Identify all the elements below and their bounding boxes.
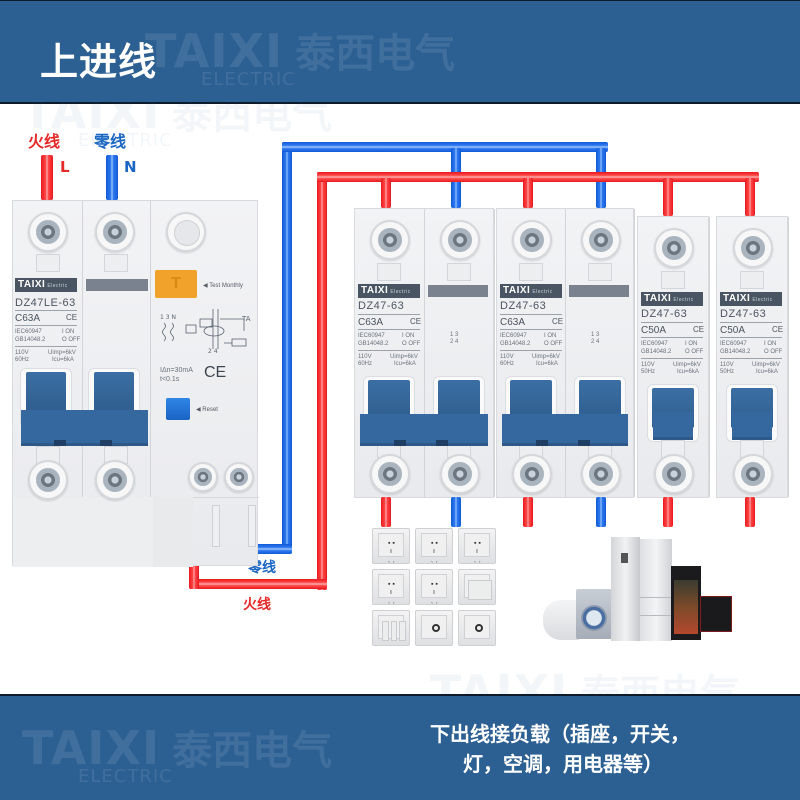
rcbo-test-label: ◀ Test Monthly <box>203 283 243 289</box>
svg-text:1 3 N: 1 3 N <box>160 314 176 321</box>
live-drop-3 <box>663 178 673 216</box>
breaker-1-output-screw-1[interactable] <box>370 454 410 494</box>
washing-machine-icon <box>576 589 612 639</box>
wine-cooler-icon <box>671 566 701 640</box>
rcbo-input-screw-n[interactable] <box>95 212 135 252</box>
rcbo-model: DZ47LE-63 <box>15 297 76 309</box>
rcbo-rating: C63A <box>15 313 41 324</box>
rcbo-input-screw-l[interactable] <box>28 212 68 252</box>
breaker-4-rating: C50A <box>720 325 746 336</box>
footer-text-line2: 灯，空调，用电器等） <box>463 752 663 776</box>
out-live-1 <box>381 497 391 527</box>
socket-tv-icon <box>415 610 453 646</box>
refrigerator-tall-icon <box>611 537 640 641</box>
live-wire-label: 火线 <box>28 132 61 151</box>
live-drop-4 <box>745 178 755 216</box>
live-return-wire <box>189 579 327 589</box>
rcbo-output-screw-2[interactable] <box>95 460 135 500</box>
svg-text:2 4: 2 4 <box>208 348 218 355</box>
breaker-1-output-screw-2[interactable] <box>440 454 480 494</box>
live-riser-wire <box>317 172 327 590</box>
out-live-2 <box>523 497 533 527</box>
neutral-wire-label: 零线 <box>94 132 127 151</box>
breaker-3-model: DZ47-63 <box>641 308 688 320</box>
watermark-cn: 泰西电气 <box>295 31 456 77</box>
switch-triple-icon <box>372 610 410 646</box>
socket-phone-icon <box>458 610 496 646</box>
neutral-return-wire <box>231 544 292 554</box>
breaker-1-model: DZ47-63 <box>358 300 405 312</box>
rcbo-reset-label: ◀ Reset <box>196 407 218 413</box>
breaker-1-rating: C63A <box>358 317 384 328</box>
television-icon <box>700 596 732 632</box>
out-live-4 <box>745 497 755 527</box>
rcbo-test-button[interactable]: T <box>155 270 197 298</box>
water-heater-icon <box>543 600 581 640</box>
breaker-2-toggle-handle[interactable] <box>502 414 628 446</box>
breaker-1-toggle-handle[interactable] <box>360 414 488 446</box>
rcbo-toggle-handle[interactable] <box>21 410 148 446</box>
live-letter: L <box>60 158 70 176</box>
breaker-1-input-screw-1[interactable] <box>370 220 410 260</box>
rcbo-output-screw-4[interactable] <box>224 462 254 492</box>
footer-text-line1: 下出线接负载（插座，开关， <box>430 722 690 746</box>
refrigerator-3door-icon <box>640 539 672 641</box>
rcbo-trip-time: t<0.1s <box>160 376 180 383</box>
svg-text:TA: TA <box>241 315 251 323</box>
breaker-4-toggle-handle[interactable] <box>732 412 772 440</box>
bottom-live-label: 火线 <box>243 597 271 613</box>
breaker-3-rating: C50A <box>641 325 667 336</box>
out-neutral-1 <box>451 497 461 527</box>
breaker-2-output-screw-1[interactable] <box>511 454 552 494</box>
rcbo-ce-mark: CE <box>204 364 227 381</box>
neutral-letter: N <box>124 158 137 176</box>
switch-single-icon <box>458 569 496 605</box>
live-drop-1 <box>381 178 391 208</box>
watermark-sub: ELECTRIC <box>201 69 296 90</box>
breaker-3-toggle-handle[interactable] <box>653 412 693 440</box>
header-title: 上进线 <box>40 40 158 84</box>
breaker-1-input-screw-2[interactable] <box>440 220 480 260</box>
rcbo-residual-current: IΔn=30mA <box>160 367 193 374</box>
breaker-4-input-screw-1[interactable] <box>733 228 773 268</box>
breaker-2-output-screw-2[interactable] <box>580 454 621 494</box>
live-drop-2 <box>523 178 533 208</box>
breaker-3-output-screw-1[interactable] <box>654 454 694 494</box>
breaker-2-input-screw-1[interactable] <box>511 220 552 260</box>
neutral-riser-wire <box>282 142 292 554</box>
neutral-bus-wire <box>282 142 608 152</box>
rcbo-output-screw-3[interactable] <box>188 462 218 492</box>
breaker-2-input-screw-2[interactable] <box>580 220 621 260</box>
out-neutral-2 <box>596 497 606 527</box>
breaker-2-rating: C63A <box>500 317 526 328</box>
breaker-4-output-screw-1[interactable] <box>733 454 773 494</box>
breaker-2-model: DZ47-63 <box>500 300 547 312</box>
watermark-brand: TAIXI <box>145 24 284 78</box>
rcbo-aux-hole <box>166 212 206 252</box>
rcbo-output-screw-1[interactable] <box>28 460 68 500</box>
rcbo-circuit-diagram: 1 3 N 2 4 TA <box>160 309 251 355</box>
out-live-3 <box>663 497 673 527</box>
live-bus-wire <box>317 172 759 182</box>
breaker-4-model: DZ47-63 <box>720 308 767 320</box>
input-neutral-wire <box>106 155 118 200</box>
breaker-3-input-screw-1[interactable] <box>654 228 694 268</box>
input-live-wire <box>41 155 53 200</box>
rcbo-reset-button[interactable] <box>166 398 190 420</box>
